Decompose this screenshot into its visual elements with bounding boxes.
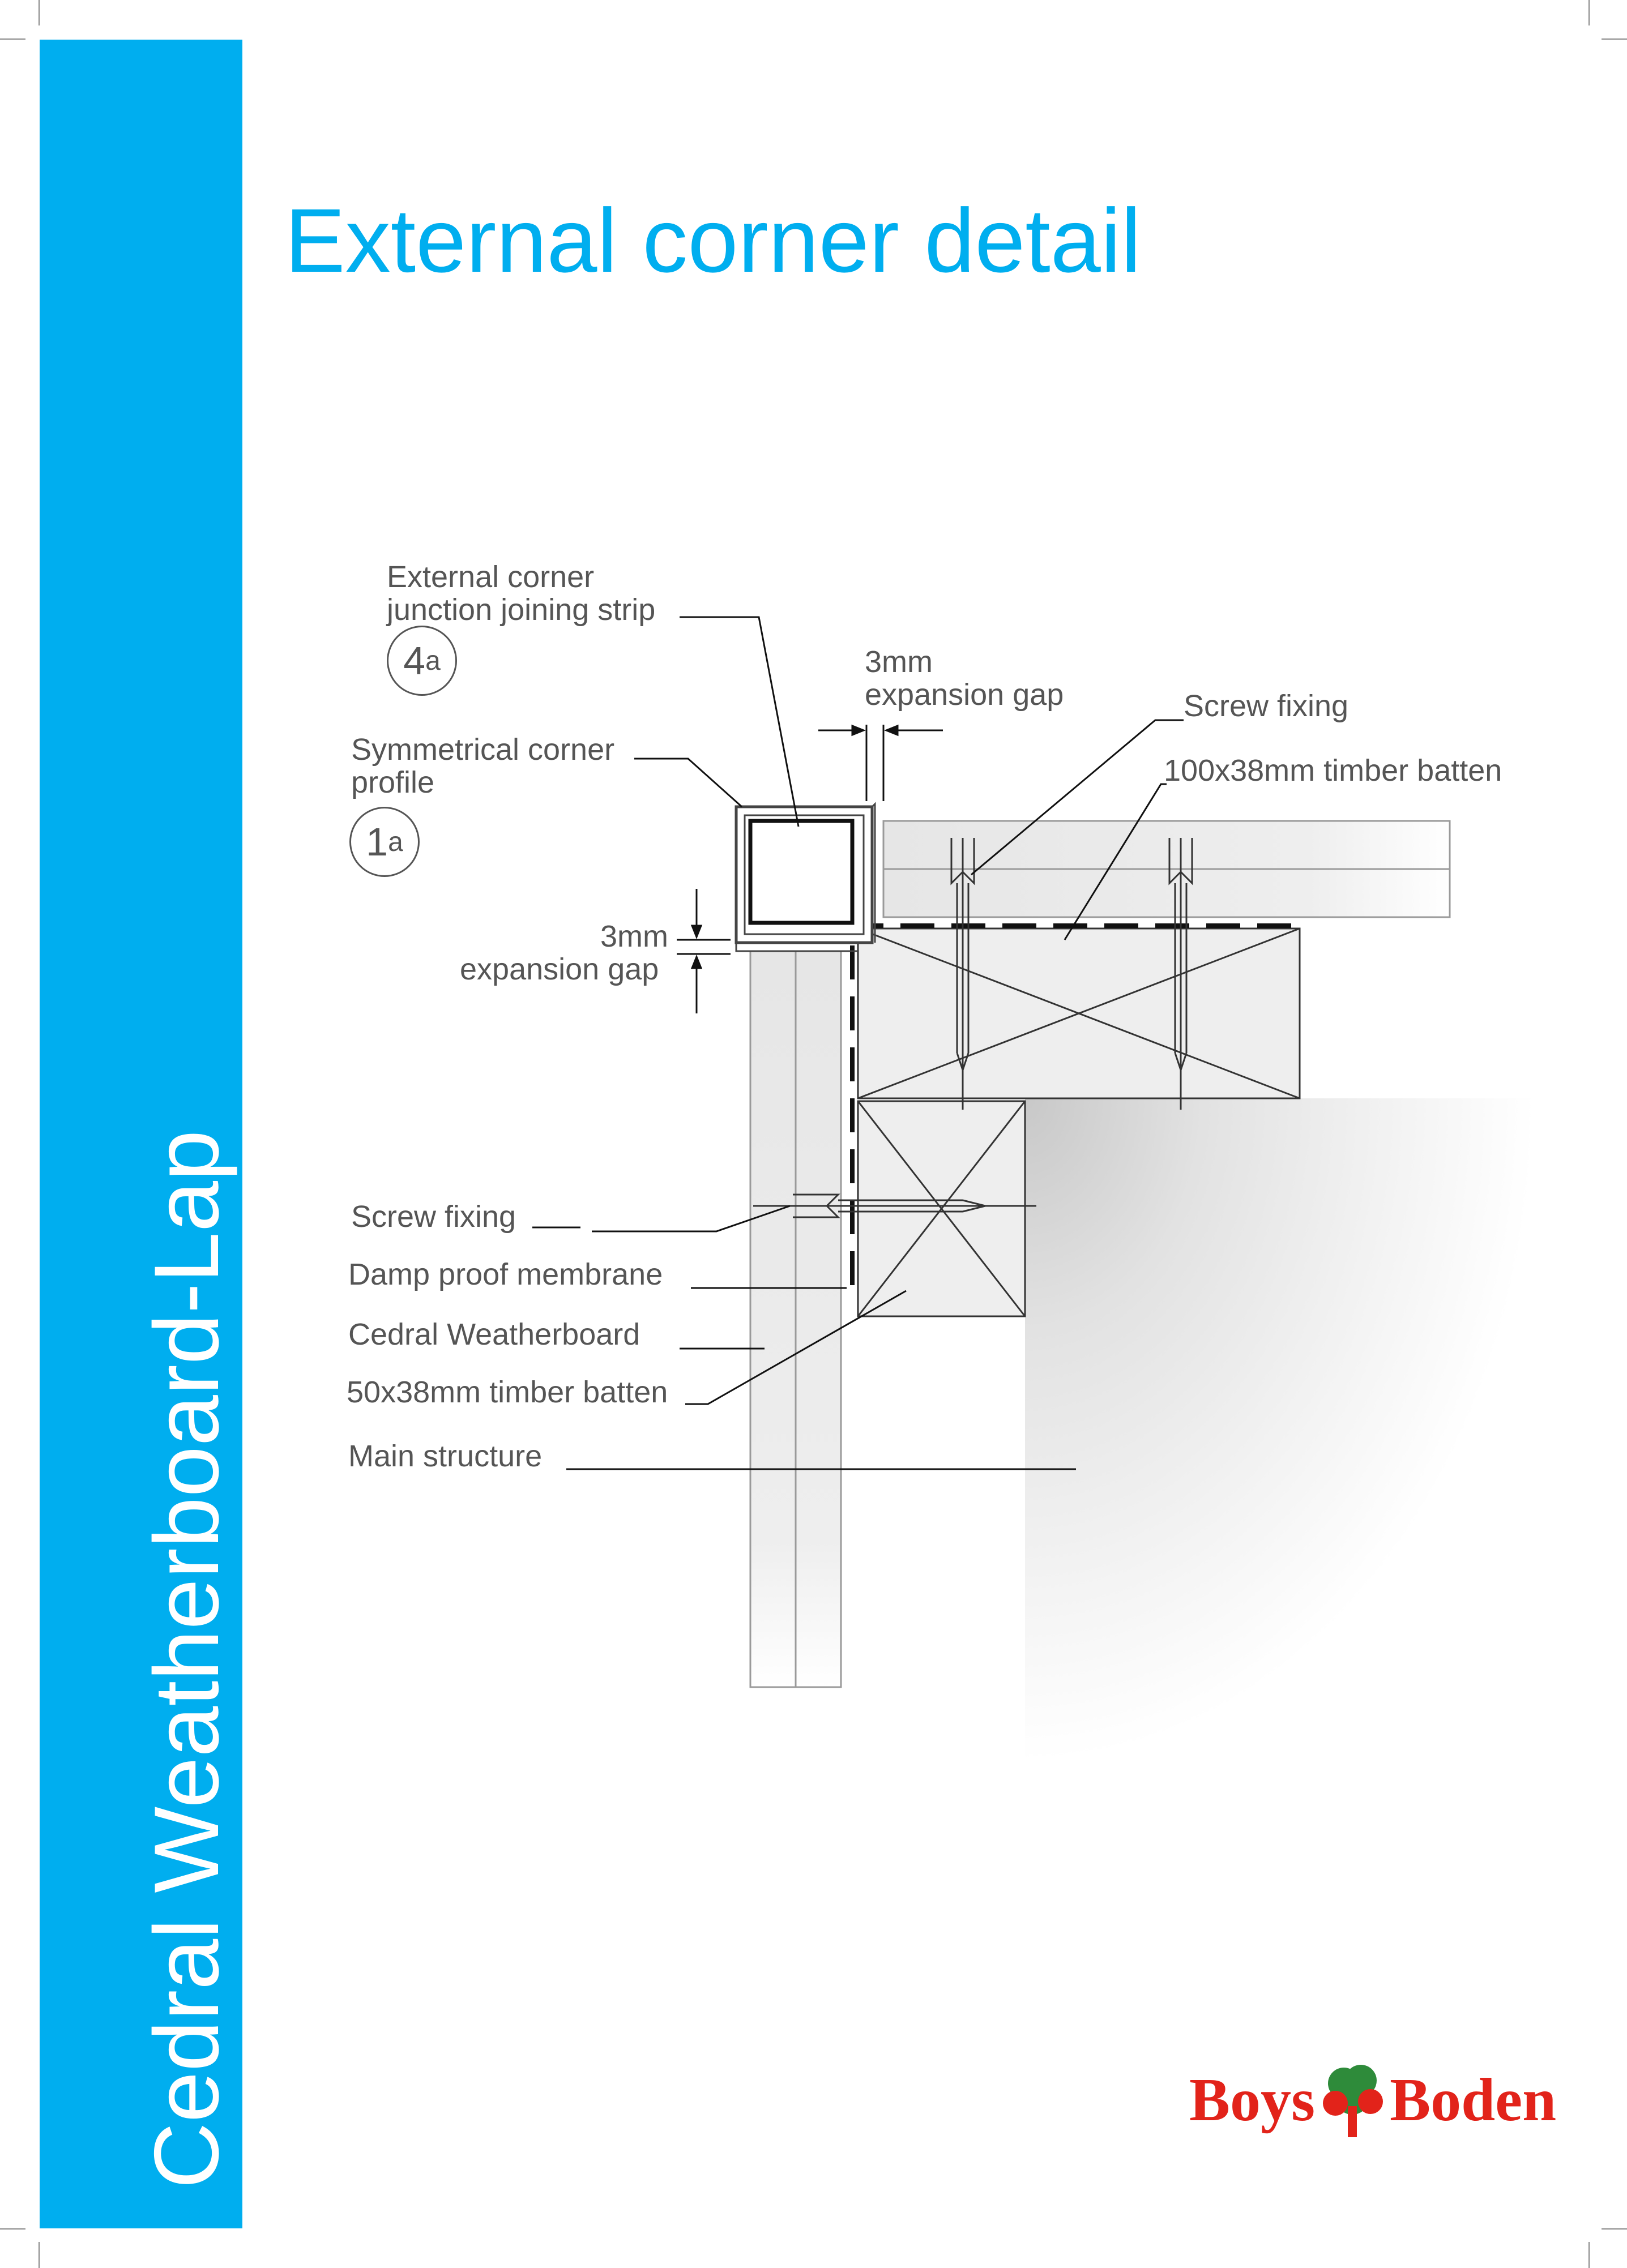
crop-mark (1588, 2242, 1590, 2268)
weatherboard-vertical-right (795, 950, 842, 1688)
tree-icon (1323, 2065, 1383, 2137)
boys-boden-logo: Boys Boden (1189, 2061, 1556, 2140)
weatherboard-horizontal-top (882, 820, 1451, 870)
label-junction-strip-line2: junction joining strip (387, 593, 656, 627)
leader-lines (532, 616, 1184, 1470)
label-gap-side-line2: expansion gap (460, 952, 659, 986)
gap-top-arrows (818, 724, 943, 801)
label-main-structure: Main structure (348, 1439, 543, 1473)
label-screw-fixing-top: Screw fixing (1184, 689, 1349, 723)
crop-mark (0, 38, 25, 40)
screw-top-1 (950, 838, 975, 1110)
weatherboard-vertical-left (749, 950, 797, 1688)
label-corner-profile-line1: Symmetrical corner (351, 733, 615, 767)
badge-number: 1 (366, 820, 388, 864)
logo-text-left: Boys (1189, 2066, 1316, 2134)
page-title: External corner detail (285, 190, 1141, 291)
label-gap-top-line2: expansion gap (865, 678, 1064, 712)
label-junction-strip-line1: External corner (387, 560, 595, 594)
badge-letter: a (388, 827, 403, 857)
screw-side (753, 1193, 1036, 1218)
label-gap-side-line1: 3mm (600, 919, 668, 953)
crop-mark (39, 2242, 40, 2268)
screw-top-2 (1168, 838, 1193, 1110)
label-gap-top-line1: 3mm (865, 645, 933, 679)
label-weatherboard: Cedral Weatherboard (348, 1317, 640, 1351)
logo-text-right: Boden (1390, 2066, 1557, 2134)
label-batten-100: 100x38mm timber batten (1164, 754, 1502, 788)
badge-letter: a (425, 645, 441, 676)
label-batten-50: 50x38mm timber batten (347, 1375, 668, 1409)
label-corner-profile-line2: profile (351, 765, 435, 799)
corner-profile (735, 802, 876, 952)
crop-mark (1602, 38, 1627, 40)
label-screw-fixing-left: Screw fixing (351, 1200, 516, 1234)
crop-mark (0, 2228, 25, 2230)
sidebar-band (40, 40, 242, 2228)
weatherboard-horizontal-bottom (882, 868, 1451, 918)
main-structure (1025, 1098, 1535, 1761)
crop-mark (1588, 0, 1590, 25)
crop-mark (39, 0, 40, 25)
crop-mark (1602, 2228, 1627, 2230)
badge-number: 4 (403, 639, 426, 683)
label-damp-proof: Damp proof membrane (348, 1257, 663, 1291)
gap-side-arrows (677, 889, 731, 1013)
